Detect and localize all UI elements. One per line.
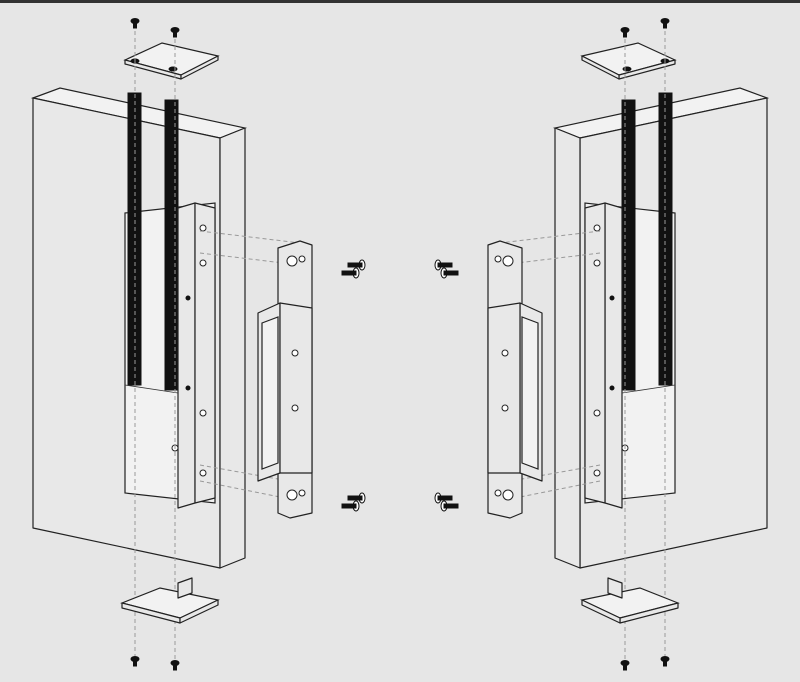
left-assembly [33, 19, 365, 671]
exploded-view-diagram [0, 3, 800, 682]
right-assembly [435, 19, 767, 671]
